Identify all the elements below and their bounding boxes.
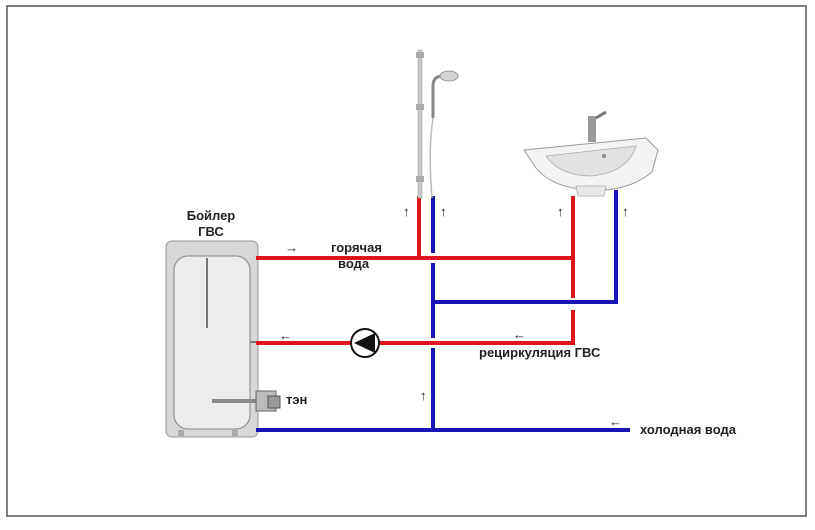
shower-cold-up-arrow: ↑ bbox=[440, 204, 447, 219]
hot-pipes bbox=[256, 196, 575, 345]
boiler-foot-right bbox=[232, 430, 238, 436]
sink-hot-up-arrow: ↑ bbox=[557, 204, 564, 219]
boiler-foot-left bbox=[178, 430, 184, 436]
boiler-tank bbox=[165, 240, 259, 438]
boiler-label-line2: ГВС bbox=[198, 224, 224, 239]
hot-water-label-line2: вода bbox=[338, 256, 370, 271]
recirc-flow-arrow-left-2: ← bbox=[513, 327, 526, 342]
hot-flow-arrow: → bbox=[285, 240, 298, 255]
diagram-frame bbox=[6, 5, 807, 517]
pump-icon bbox=[350, 328, 380, 358]
cold-flow-arrow: ← bbox=[609, 414, 622, 429]
sink-cold-up-arrow: ↑ bbox=[622, 204, 629, 219]
shower-icon bbox=[416, 49, 459, 199]
sink-icon bbox=[523, 110, 659, 197]
hot-water-label-line1: горячая bbox=[331, 240, 382, 255]
heating-element-icon bbox=[212, 390, 281, 412]
boiler-body bbox=[173, 255, 251, 430]
boiler-label-line1: Бойлер bbox=[187, 208, 236, 223]
cold-pipes bbox=[256, 190, 630, 432]
recirc-flow-arrow-left-1: ← bbox=[279, 328, 292, 343]
shower-hot-up-arrow: ↑ bbox=[403, 204, 410, 219]
cold-water-label: холодная вода bbox=[640, 422, 737, 437]
heater-label: тэн bbox=[286, 392, 307, 407]
cold-riser-up-arrow: ↑ bbox=[420, 388, 427, 403]
recirculation-label: рециркуляция ГВС bbox=[479, 345, 601, 360]
